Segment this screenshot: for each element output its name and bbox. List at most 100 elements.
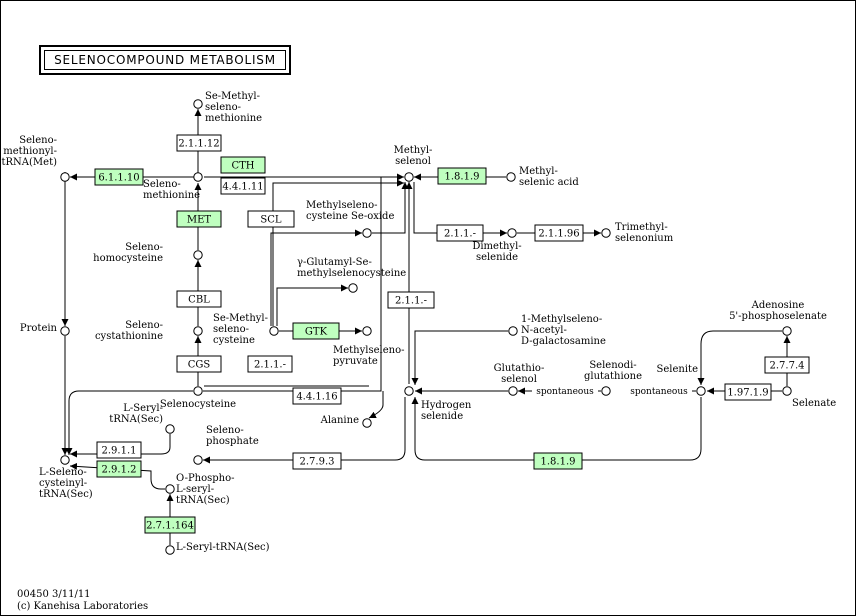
- compound-label: cysteine: [213, 335, 255, 346]
- compound-se-methyl-seleno-methionine[interactable]: Se-Methyl-seleno-methionine: [193, 91, 262, 124]
- compound-seleno-phosphate[interactable]: Seleno-phosphate: [193, 425, 259, 465]
- compound-node[interactable]: [601, 228, 611, 238]
- map-title-box: SELENOCOMPOUND METABOLISM: [39, 45, 291, 75]
- compound-selenite[interactable]: Selenite: [657, 364, 706, 396]
- compound-node[interactable]: [193, 386, 203, 396]
- compound-label: Seleno-: [125, 320, 163, 331]
- enzyme-1-8-1-9-box[interactable]: 1.8.1.9: [437, 167, 487, 185]
- compound-o-phospho-l-seryl-trna-sec[interactable]: O-Phospho-L-seryl-tRNA(Sec): [165, 473, 235, 506]
- compound-alanine[interactable]: Alanine: [320, 415, 372, 428]
- enzyme-2-1-1-96-box[interactable]: 2.1.1.96: [534, 224, 584, 242]
- compound-glutamyl-se-methylselenocysteine[interactable]: γ-Glutamyl-Se-methylselenocysteine: [297, 257, 406, 293]
- compound-node[interactable]: [269, 326, 279, 336]
- compound-node[interactable]: [506, 172, 516, 182]
- compound-protein[interactable]: Protein: [20, 323, 70, 336]
- compound-nodes: Se-Methyl-seleno-methionineSeleno-methio…: [2, 91, 837, 555]
- compound-l-seryl-trna-sec[interactable]: L-Seryl-tRNA(Sec): [109, 403, 175, 434]
- compound-node[interactable]: [508, 326, 518, 336]
- compound-node[interactable]: [601, 386, 611, 396]
- compound-methyl-selenol[interactable]: Methyl-selenol: [394, 145, 433, 182]
- compound-node[interactable]: [193, 326, 203, 336]
- compound-node[interactable]: [165, 484, 175, 494]
- compound-label: selenonium: [615, 233, 674, 244]
- compound-node[interactable]: [782, 386, 792, 396]
- compound-node[interactable]: [362, 326, 372, 336]
- enzyme-2-7-9-3-box[interactable]: 2.7.9.3: [292, 452, 342, 470]
- compound-label: L-seryl-: [176, 484, 214, 495]
- reaction-line: [70, 434, 171, 458]
- enzyme-CGS-box[interactable]: CGS: [176, 355, 222, 373]
- compound-methylseleno-pyruvate[interactable]: Methylseleno-pyruvate: [333, 326, 404, 367]
- enzyme-2-7-7-4-box[interactable]: 2.7.7.4: [764, 356, 810, 374]
- compound-seleno-cystathionine[interactable]: Seleno-cystathionine: [95, 320, 203, 342]
- compound-seleno-homocysteine[interactable]: Seleno-homocysteine: [93, 242, 203, 264]
- compound-methylseleno-cysteine-se-oxide[interactable]: Methylseleno-cysteine Se-oxide: [306, 200, 394, 238]
- enzyme-1-97-1-9-box[interactable]: 1.97.1.9: [724, 383, 772, 401]
- enzyme-2-9-1-2-box[interactable]: 2.9.1.2: [96, 460, 142, 478]
- enzyme-CBL-box[interactable]: CBL: [176, 290, 222, 308]
- enzyme-CTH-box[interactable]: CTH: [220, 156, 266, 174]
- compound-node[interactable]: [193, 99, 203, 109]
- compound-label: phosphate: [206, 436, 259, 447]
- compound-node[interactable]: [193, 250, 203, 260]
- compound-node[interactable]: [193, 455, 203, 465]
- enzyme-2-9-1-1-box[interactable]: 2.9.1.1: [96, 441, 142, 459]
- enzyme-1-8-1-9-box[interactable]: 1.8.1.9: [533, 452, 583, 470]
- compound-seleno-methionine[interactable]: Seleno-methionine: [143, 172, 203, 201]
- compound-trimethyl-selenonium[interactable]: Trimethyl-selenonium: [601, 222, 674, 244]
- compound-node[interactable]: [696, 386, 706, 396]
- enzyme-4-4-1-16-box[interactable]: 4.4.1.16: [292, 387, 342, 405]
- reaction-line: [411, 330, 508, 385]
- compound-se-methyl-seleno-cysteine[interactable]: Se-Methyl-seleno-cysteine: [213, 313, 279, 346]
- compound-l-seryl-trna-sec[interactable]: L-Seryl-tRNA(Sec): [165, 542, 270, 555]
- compound-glutathio-selenol[interactable]: Glutathio-selenol: [494, 363, 545, 396]
- enzyme-label: GTK: [305, 327, 328, 338]
- compound-l-seleno-cysteinyl-trna-sec[interactable]: L-Seleno-cysteinyl-tRNA(Sec): [39, 455, 93, 500]
- enzyme-2-7-1-164-box[interactable]: 2.7.1.164: [144, 516, 196, 534]
- compound-label: Methylseleno-: [333, 345, 404, 356]
- enzyme-2-1-1--box[interactable]: 2.1.1.-: [387, 291, 435, 309]
- enzyme-MET-box[interactable]: MET: [176, 210, 222, 228]
- enzyme-6-1-1-10-box[interactable]: 6.1.1.10: [94, 168, 144, 186]
- enzyme-GTK-box[interactable]: GTK: [292, 322, 340, 340]
- enzyme-label: 1.8.1.9: [445, 172, 480, 183]
- compound-node[interactable]: [348, 283, 358, 293]
- compound-label: seleno-: [205, 102, 241, 113]
- compound-node[interactable]: [60, 326, 70, 336]
- enzyme-SCL-box[interactable]: SCL: [247, 210, 295, 228]
- compound-seleno-methionyl-trna-met[interactable]: Seleno-methionyl-tRNA(Met): [2, 135, 70, 182]
- compound-node[interactable]: [404, 172, 414, 182]
- compound-label: cysteinyl-: [39, 478, 87, 489]
- compound-node[interactable]: [507, 228, 517, 238]
- enzyme-2-1-1--box[interactable]: 2.1.1.-: [247, 355, 293, 373]
- compound-1-methylseleno-n-acetyl-d-galactosamine[interactable]: 1-Methylseleno-N-acetyl-D-galactosamine: [508, 314, 606, 347]
- compound-node[interactable]: [782, 326, 792, 336]
- compound-node[interactable]: [165, 545, 175, 555]
- compound-selenate[interactable]: Selenate: [782, 386, 837, 409]
- enzyme-2-1-1--box[interactable]: 2.1.1.-: [436, 224, 484, 242]
- compound-label: selenide: [476, 252, 518, 263]
- enzyme-label: 2.1.1.-: [444, 229, 476, 240]
- compound-node[interactable]: [60, 455, 70, 465]
- enzyme-4-4-1-11-box[interactable]: 4.4.1.11: [220, 177, 266, 195]
- compound-node[interactable]: [404, 386, 414, 396]
- compound-node[interactable]: [193, 172, 203, 182]
- enzyme-2-1-1-12-box[interactable]: 2.1.1.12: [176, 134, 222, 152]
- compound-label: selenol: [501, 374, 537, 385]
- compound-label: methionine: [205, 113, 262, 124]
- compound-methyl-selenic-acid[interactable]: Methyl-selenic acid: [506, 166, 580, 188]
- enzyme-label: SCL: [260, 215, 282, 226]
- compound-dimethyl-selenide[interactable]: Dimethyl-selenide: [472, 228, 522, 263]
- compound-selenodi-glutathione[interactable]: Selenodi-glutathione: [584, 360, 642, 396]
- compound-node[interactable]: [165, 424, 175, 434]
- compound-node[interactable]: [362, 418, 372, 428]
- compound-node[interactable]: [60, 172, 70, 182]
- spontaneous-label: spontaneous: [630, 387, 688, 397]
- compound-node[interactable]: [508, 386, 518, 396]
- compound-label: Protein: [20, 323, 58, 334]
- compound-node[interactable]: [362, 228, 372, 238]
- compound-selenocysteine[interactable]: Selenocysteine: [160, 386, 236, 410]
